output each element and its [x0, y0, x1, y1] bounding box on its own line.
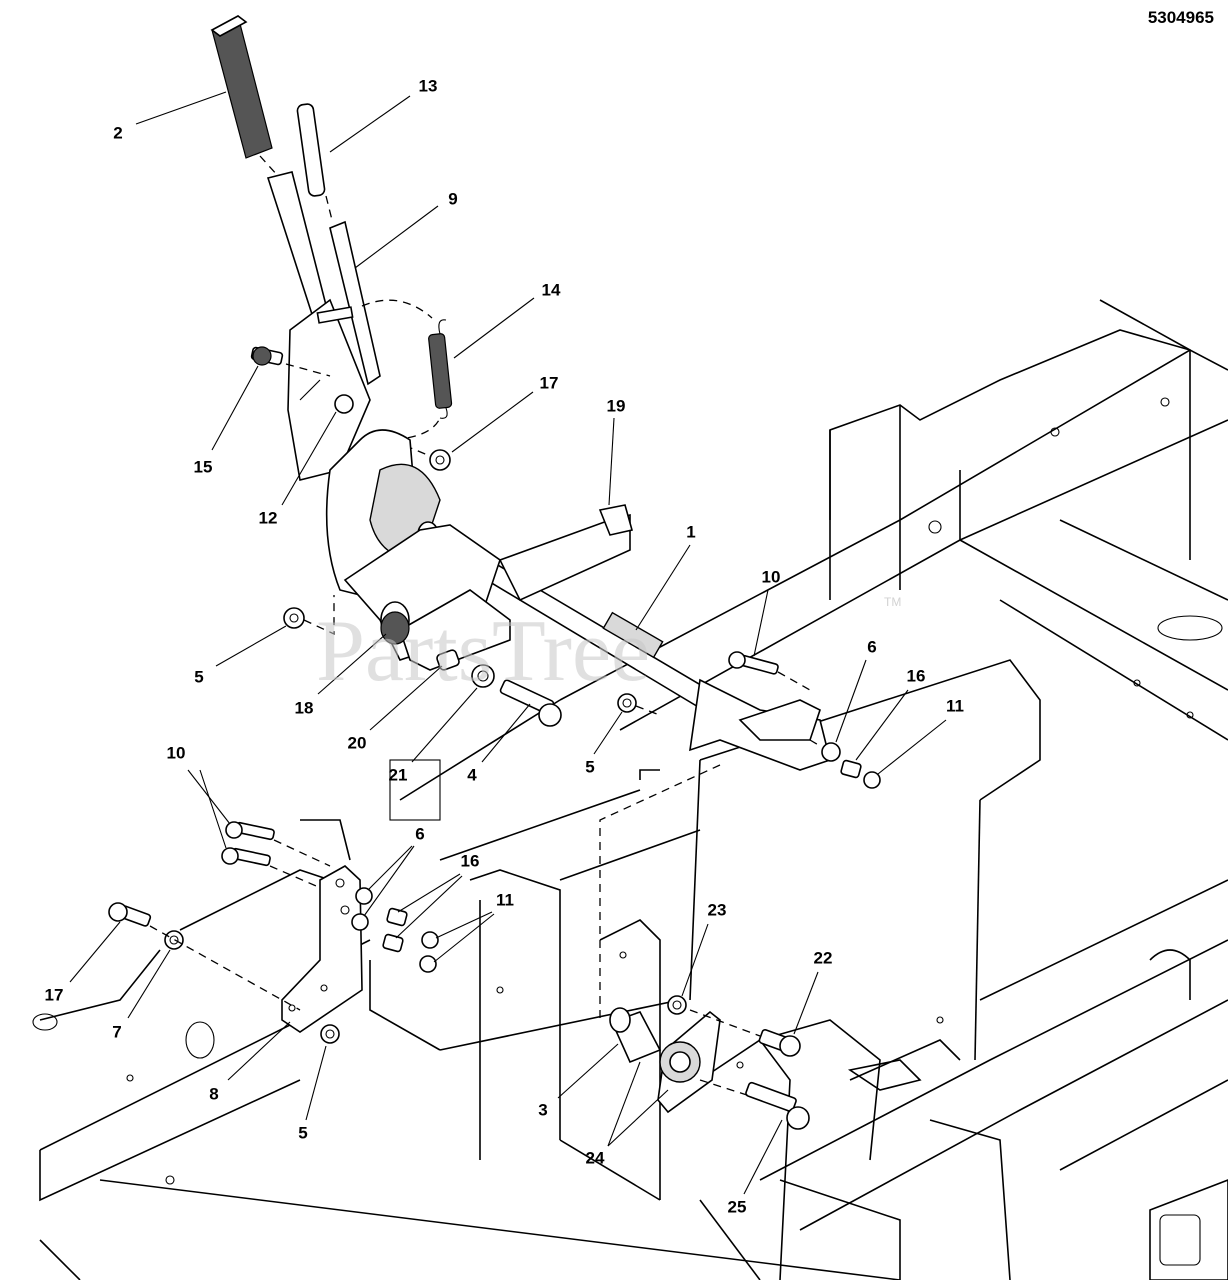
chassis-frame — [32, 299, 1228, 1280]
callout-17: 17 — [540, 373, 559, 392]
callout-22: 22 — [814, 948, 833, 967]
callout-25: 25 — [728, 1197, 747, 1216]
callout-11: 11 — [496, 890, 514, 909]
document-number: 5304965 — [1148, 8, 1214, 27]
callout-10: 10 — [167, 743, 186, 762]
callout-labels: 2 13 9 14 17 19 15 12 1 10 6 16 11 5 18 20 21 4 5 10 6 16 11 23… — [45, 76, 964, 1216]
callout-7: 7 — [112, 1022, 121, 1041]
callout-21: 21 — [389, 765, 408, 784]
callout-3: 3 — [538, 1100, 547, 1119]
watermark-trademark: TM — [884, 595, 901, 609]
callout-9: 9 — [448, 189, 457, 208]
callout-8: 8 — [209, 1084, 218, 1103]
callout-4: 4 — [467, 765, 477, 784]
callout-2: 2 — [113, 123, 122, 142]
callout-11: 11 — [946, 696, 964, 715]
callout-16: 16 — [461, 851, 480, 870]
shaft-assembly — [283, 504, 881, 1020]
callout-16: 16 — [907, 666, 926, 685]
callout-12: 12 — [259, 508, 278, 527]
callout-14: 14 — [542, 280, 561, 299]
callout-10: 10 — [762, 567, 781, 586]
callout-6: 6 — [415, 824, 424, 843]
callout-15: 15 — [194, 457, 213, 476]
callout-18: 18 — [295, 698, 314, 717]
bearing-assembly — [609, 995, 810, 1130]
callout-20: 20 — [348, 733, 367, 752]
callout-5: 5 — [585, 757, 594, 776]
callout-19: 19 — [607, 396, 626, 415]
callout-5: 5 — [194, 667, 203, 686]
callout-6: 6 — [867, 637, 876, 656]
left-bracket-assembly — [108, 821, 439, 1044]
watermark-text: PartsTree — [316, 603, 650, 700]
callout-13: 13 — [419, 76, 438, 95]
callout-5: 5 — [298, 1123, 307, 1142]
callout-24: 24 — [586, 1148, 605, 1167]
callout-17: 17 — [45, 985, 64, 1004]
callout-23: 23 — [708, 900, 727, 919]
handle-assembly — [210, 15, 453, 601]
callout-1: 1 — [686, 522, 695, 541]
leader-lines — [69, 91, 947, 1195]
